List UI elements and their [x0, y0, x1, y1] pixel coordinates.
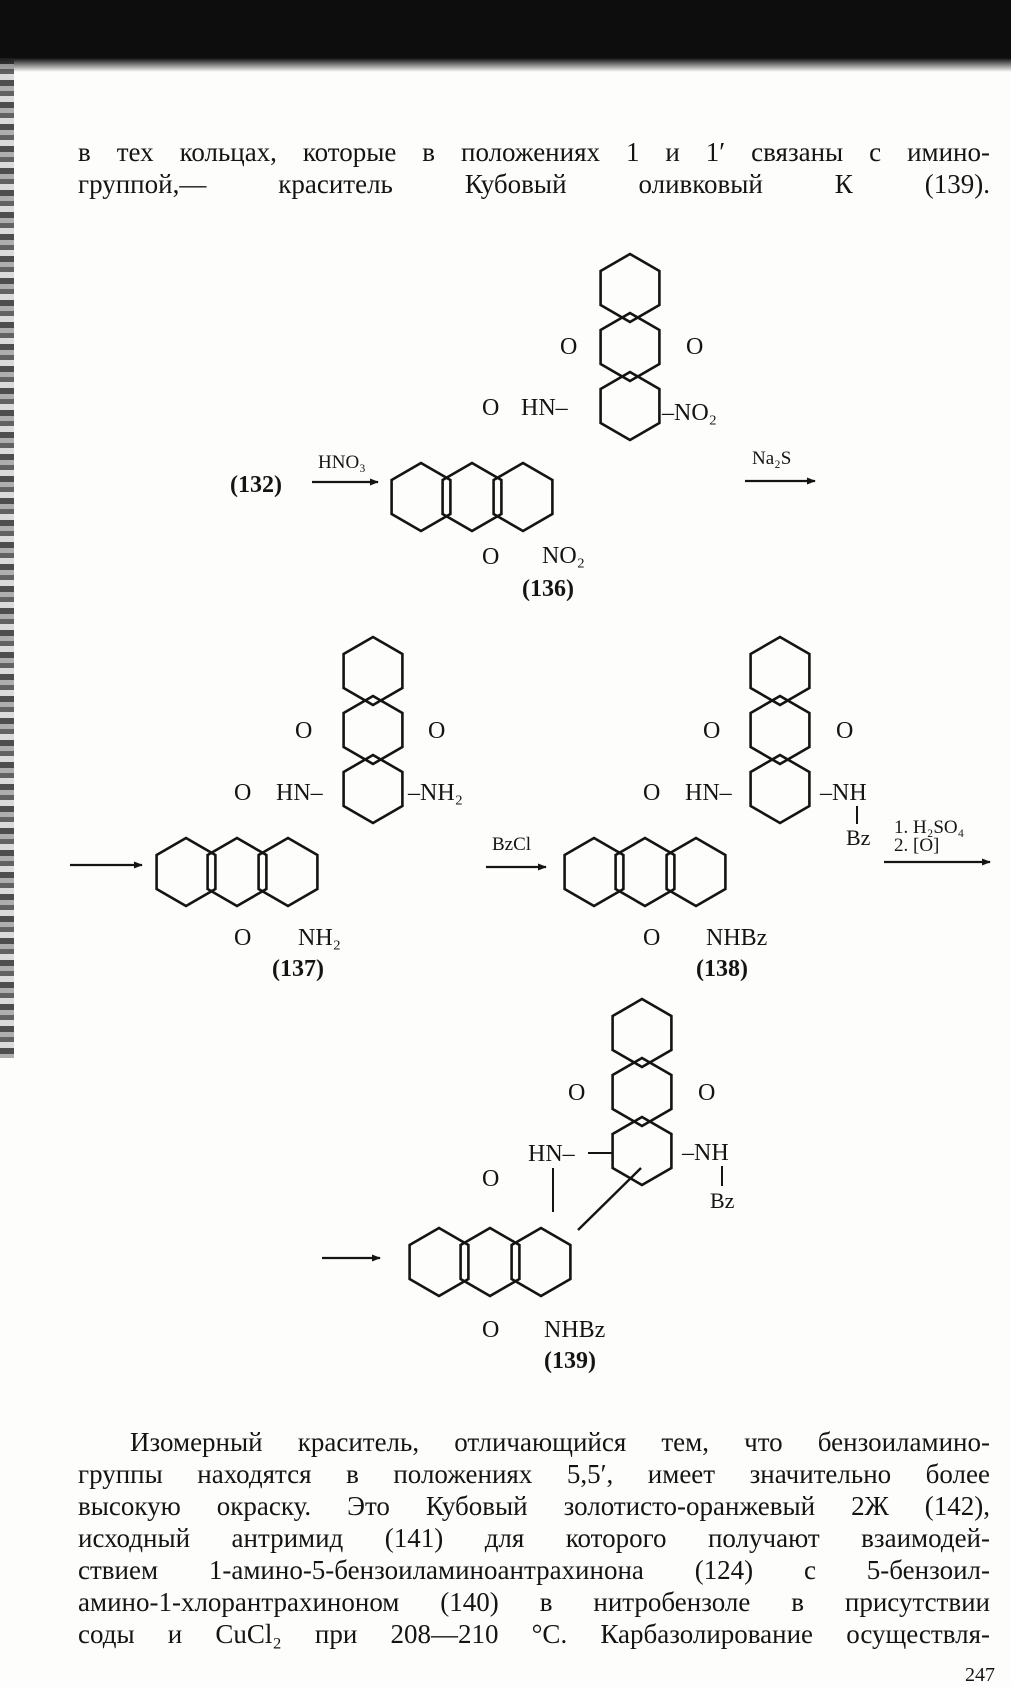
oxo-label: O: [482, 1317, 499, 1343]
oxo-label: O: [295, 718, 312, 744]
compound-137: O O O O HN– –NH₂ NH₂ (137): [157, 637, 463, 982]
paragraph-bottom-line-2: группы находятся в положениях 5,5′, имее…: [78, 1459, 990, 1489]
linker-label: HN–: [521, 395, 569, 421]
reagent-h2so4: 1. H₂SO₄: [894, 817, 964, 838]
oxo-label: O: [482, 395, 499, 421]
paragraph-top-line-1: в тех кольцах, которые в положениях 1 и …: [78, 137, 990, 167]
reaction-arrow-bzcl: BzCl: [486, 834, 547, 871]
compound-label-137: (137): [272, 956, 324, 982]
substituent-right-2: Bz: [710, 1188, 735, 1213]
carbazole-bond: [577, 1167, 642, 1231]
reaction-arrow-h2so4: 1. H₂SO₄ 2. [O]: [322, 817, 991, 1262]
compound-139: O O O O HN– –NH Bz NHBz (139): [410, 999, 735, 1374]
linker-label: HN–: [276, 780, 324, 806]
substituent-right: –NO₂: [661, 400, 717, 426]
oxo-label: O: [643, 925, 660, 951]
paragraph-bottom-line-6: амино-1-хлорантрахиноном (140) в нитробе…: [78, 1587, 990, 1617]
substituent-left: NHBz: [706, 925, 767, 951]
oxo-label: O: [560, 334, 577, 360]
substituent-left: NH₂: [298, 925, 341, 951]
page-number: 247: [965, 1664, 995, 1686]
paragraph-bottom-line-3: высокую окраску. Это Кубовый золотисто-о…: [78, 1491, 990, 1521]
oxo-label: O: [428, 718, 445, 744]
compound-label-136: (136): [522, 576, 574, 602]
paragraph-bottom-line-4: исходный антримид (141) для которого пол…: [78, 1523, 990, 1553]
anthraquinone-top-137: [344, 637, 403, 823]
scan-left-edge: [0, 58, 14, 1058]
reagent-bzcl: BzCl: [492, 834, 531, 855]
linker-label: HN–: [528, 1141, 576, 1167]
oxo-label: O: [234, 925, 251, 951]
paragraph-bottom-line-7: соды и CuCl₂ при 208—210 °С. Карбазолиро…: [78, 1619, 990, 1649]
oxo-label: O: [703, 718, 720, 744]
linker-label: HN–: [685, 780, 733, 806]
oxo-label: O: [234, 780, 251, 806]
oxo-label: O: [836, 718, 853, 744]
substituent-right: –NH: [681, 1140, 729, 1166]
anthraquinone-top-139: [613, 999, 672, 1185]
substituent-left: NHBz: [544, 1317, 605, 1343]
substituent-left: NO₂: [542, 543, 585, 569]
oxo-label: O: [482, 544, 499, 570]
anthraquinone-bottom-136: [392, 463, 553, 531]
oxo-label: O: [482, 1166, 499, 1192]
anthraquinone-bottom-139: [410, 1228, 571, 1296]
compound-136: O O O O HN– –NO₂ NO₂ (136): [392, 254, 717, 602]
paragraph-bottom: Изомерный краситель, отличающийся тем, ч…: [78, 1426, 990, 1650]
anthraquinone-top-138: [751, 637, 810, 823]
reaction-arrow-hno3: (132) HNO₃: [230, 452, 379, 498]
oxo-label: O: [643, 780, 660, 806]
reagent-oxidation: 2. [O]: [894, 835, 939, 856]
paragraph-top: в тех кольцах, которые в положениях 1 и …: [78, 136, 990, 200]
substituent-right-2: Bz: [846, 825, 871, 850]
paragraph-bottom-line-5: ствием 1-амино-5-бензоиламиноантрахинона…: [78, 1555, 990, 1585]
compound-label-138: (138): [696, 956, 748, 982]
oxo-label: O: [568, 1080, 585, 1106]
reagent-na2s: Na₂S: [752, 448, 791, 469]
paragraph-bottom-line-1: Изомерный краситель, отличающийся тем, ч…: [130, 1427, 990, 1457]
reagent-hno3: HNO₃: [318, 452, 366, 473]
substituent-right: –NH: [819, 780, 867, 806]
paragraph-top-line-2: группой,— краситель Кубовый оливковый К …: [78, 169, 990, 199]
anthraquinone-bottom-137: [157, 838, 318, 906]
scan-top-border: [0, 0, 1011, 72]
compound-138: O O O O HN– –NH Bz NHBz (138): [565, 637, 871, 982]
compound-label-139: (139): [544, 1348, 596, 1374]
oxo-label: O: [698, 1080, 715, 1106]
oxo-label: O: [686, 334, 703, 360]
anthraquinone-top-136: [601, 254, 660, 440]
reaction-arrow-na2s: Na₂S: [70, 448, 816, 869]
substituent-right: –NH₂: [407, 780, 463, 806]
anthraquinone-bottom-138: [565, 838, 726, 906]
compound-label-132: (132): [230, 472, 282, 498]
